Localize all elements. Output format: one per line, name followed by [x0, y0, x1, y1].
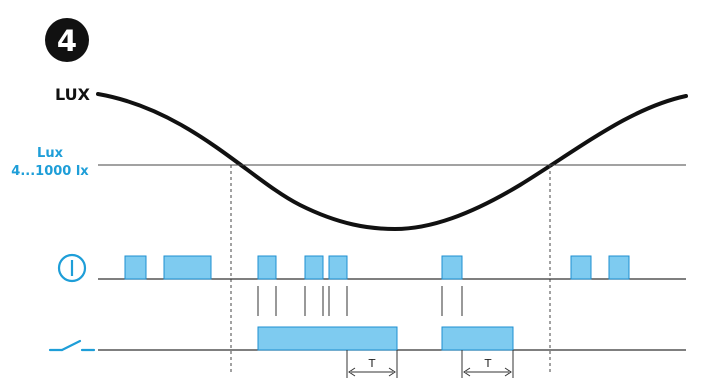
pulse	[608, 255, 630, 280]
output-pulses	[257, 326, 514, 351]
pulse-connectors	[257, 286, 463, 316]
switch-contact-icon	[48, 339, 96, 352]
pushbutton-pulses	[124, 255, 630, 280]
step-number: 4	[57, 24, 77, 58]
pulse	[163, 255, 212, 280]
pulse	[304, 255, 324, 280]
threshold-range: 4...1000 lx	[11, 164, 89, 179]
pulse	[441, 255, 463, 280]
delay-label-left: T	[368, 357, 376, 370]
threshold-label: Lux	[37, 146, 64, 161]
output-pulse	[257, 326, 398, 351]
pulse	[328, 255, 348, 280]
delay-marker-right	[461, 350, 514, 378]
pulse	[124, 255, 147, 280]
output-pulse	[441, 326, 514, 351]
pulse	[257, 255, 277, 280]
delay-label-right: T	[484, 357, 492, 370]
pulse	[570, 255, 592, 280]
lux-label: LUX	[55, 85, 91, 104]
lux-curve	[96, 92, 688, 232]
push-button-icon	[57, 253, 87, 283]
step-badge: 4	[45, 18, 89, 62]
delay-marker-left	[346, 350, 398, 378]
